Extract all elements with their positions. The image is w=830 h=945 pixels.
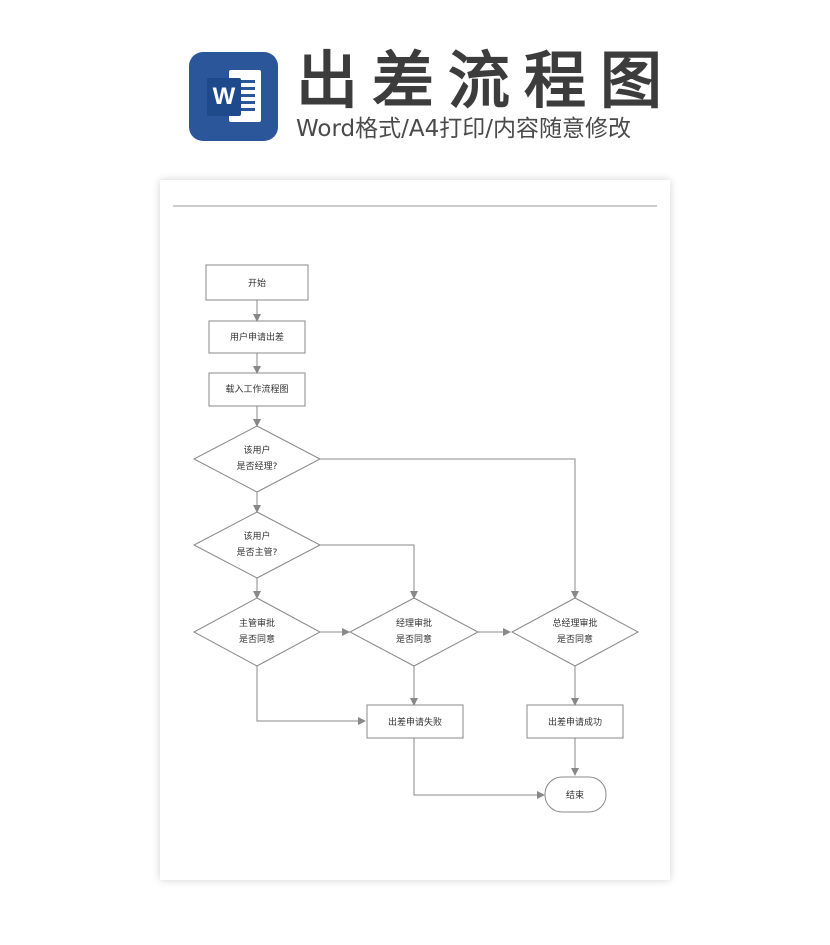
label-start: 开始	[248, 277, 266, 289]
node-gm-approve	[510, 597, 640, 667]
label-is-supervisor-2: 是否主管?	[237, 546, 278, 558]
node-manager-approve	[348, 597, 480, 667]
page-title: 出差流程图	[296, 44, 677, 117]
label-manager-approve-1: 经理审批	[396, 617, 432, 629]
node-end	[544, 776, 607, 813]
connector-supervisor-fail	[256, 666, 366, 725]
label-supervisor-approve-1: 主管审批	[239, 617, 275, 629]
node-load-flow	[208, 372, 306, 407]
label-fail: 出差申请失败	[388, 716, 442, 728]
header: W 出差流程图 Word格式/A4打印/内容随意修改	[0, 0, 830, 160]
label-supervisor-approve-2: 是否同意	[239, 633, 275, 645]
label-success: 出差申请成功	[548, 716, 602, 728]
connector-is-manager-gm	[320, 458, 579, 599]
label-is-supervisor-1: 该用户	[243, 530, 270, 542]
flowchart: 开始 用户申请出差 载入工作流程图 该用户 是否经理? 该用户 是否主管? 主管…	[173, 205, 657, 813]
node-supervisor-approve	[192, 597, 322, 667]
node-is-manager	[192, 425, 322, 493]
node-is-supervisor	[192, 511, 322, 579]
label-load-flow: 载入工作流程图	[225, 383, 288, 395]
document-sheet: 开始 用户申请出差 载入工作流程图 该用户 是否经理? 该用户 是否主管? 主管…	[160, 180, 670, 880]
label-manager-approve-2: 是否同意	[396, 633, 432, 645]
label-is-manager-1: 该用户	[243, 444, 270, 456]
label-is-manager-2: 是否经理?	[237, 460, 278, 472]
word-letter: W	[207, 78, 241, 116]
label-end: 结束	[566, 789, 584, 801]
connectors	[253, 300, 579, 799]
connector-is-supervisor-manager-approve	[320, 544, 418, 599]
node-start	[205, 264, 309, 301]
label-gm-approve-1: 总经理审批	[552, 617, 597, 629]
node-fail	[366, 704, 464, 739]
page-subtitle: Word格式/A4打印/内容随意修改	[296, 116, 631, 142]
label-gm-approve-2: 是否同意	[557, 633, 593, 645]
node-success	[526, 704, 624, 739]
node-apply	[208, 320, 306, 354]
word-document-icon: W	[189, 52, 278, 141]
label-apply: 用户申请出差	[230, 331, 284, 343]
connector-fail-end	[413, 738, 545, 799]
